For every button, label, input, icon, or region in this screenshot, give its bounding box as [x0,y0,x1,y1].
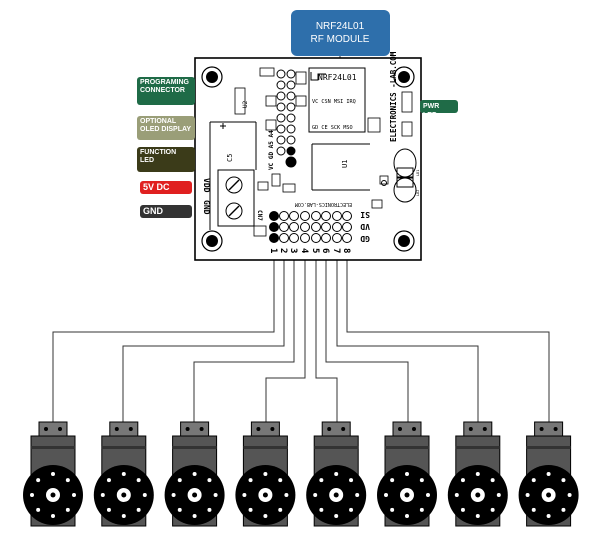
channel-number-6: 6 [320,248,330,253]
pwr-led-label: PWR LED [420,100,458,119]
servo-6 [377,421,437,527]
servo-7 [447,421,508,527]
wire-1 [52,252,275,422]
servo-8 [518,421,579,527]
wire-8 [346,252,550,422]
led-label-2: LD2 [416,190,420,196]
u1-label: U1 [341,160,349,168]
rf-module-line2: RF MODULE [311,34,370,45]
servo-5 [306,421,367,527]
u2-label: U2 [242,100,249,108]
oled-display-label: OPTIONAL OLED DISPLAY [137,116,195,140]
servo-row [23,421,579,527]
channel-number-7: 7 [331,248,341,253]
channel-number-4: 4 [299,248,309,254]
servo-header [269,211,352,243]
brand-label: ELECTRONICS -LAB.COM [389,51,398,142]
rf-module-line1: NRF24L01 [316,21,365,32]
channel-number-3: 3 [288,248,298,253]
status-leds [393,148,417,203]
wire-2 [122,252,285,422]
servo-4 [235,421,296,527]
power-5v-label: 5V DC [140,181,192,194]
gnd-label: GND [202,200,211,215]
vdd-label: VDD [202,178,211,193]
cn7-connector [217,169,255,227]
programming-connector-label: PROGRAMING CONNECTOR [137,77,195,105]
channel-number-2: 2 [278,248,288,253]
brand-small-label: ELECTRONICS-LAB.COM [295,201,352,207]
led-label-1: LD1 [416,170,420,176]
wire-3 [193,252,295,422]
nrf-header-label: NRF24L01 [318,73,357,82]
servo-3 [164,421,225,527]
row-label-vd: VD [360,222,370,231]
row-label-si: SI [360,210,370,219]
wire-6 [325,252,409,422]
function-led-label: FUNCTION LED [137,147,195,172]
c5-label: C5 [226,154,234,162]
row-label-gd: GD [360,234,370,243]
u1-chip [311,143,387,191]
wire-7 [336,252,479,422]
channel-number-8: 8 [341,248,351,253]
pcb-board: NRF24L01 VC CSN MSI IRQ GD CE SCK MSO EL… [194,51,422,261]
wire-4 [265,252,306,422]
u2-regulator [209,121,257,230]
ground-label: GND [140,205,192,218]
cn7-label: CN7 [256,210,263,221]
channel-numbers: 1 2 3 4 5 6 7 8 [268,248,351,254]
nrf-pins-bottom: GD CE SCK MSO [312,125,353,131]
wire-5 [315,252,338,422]
side-header-label: VC GD A5 A4 [268,130,275,170]
servo-1 [23,421,83,527]
programming-header [276,69,297,168]
servo-wires [52,252,550,422]
servo-2 [93,421,154,527]
nrf-pins-top: VC CSN MSI IRQ [312,99,356,105]
nrf-footprint [308,67,366,133]
channel-number-5: 5 [310,248,320,253]
channel-number-1: 1 [268,248,278,253]
